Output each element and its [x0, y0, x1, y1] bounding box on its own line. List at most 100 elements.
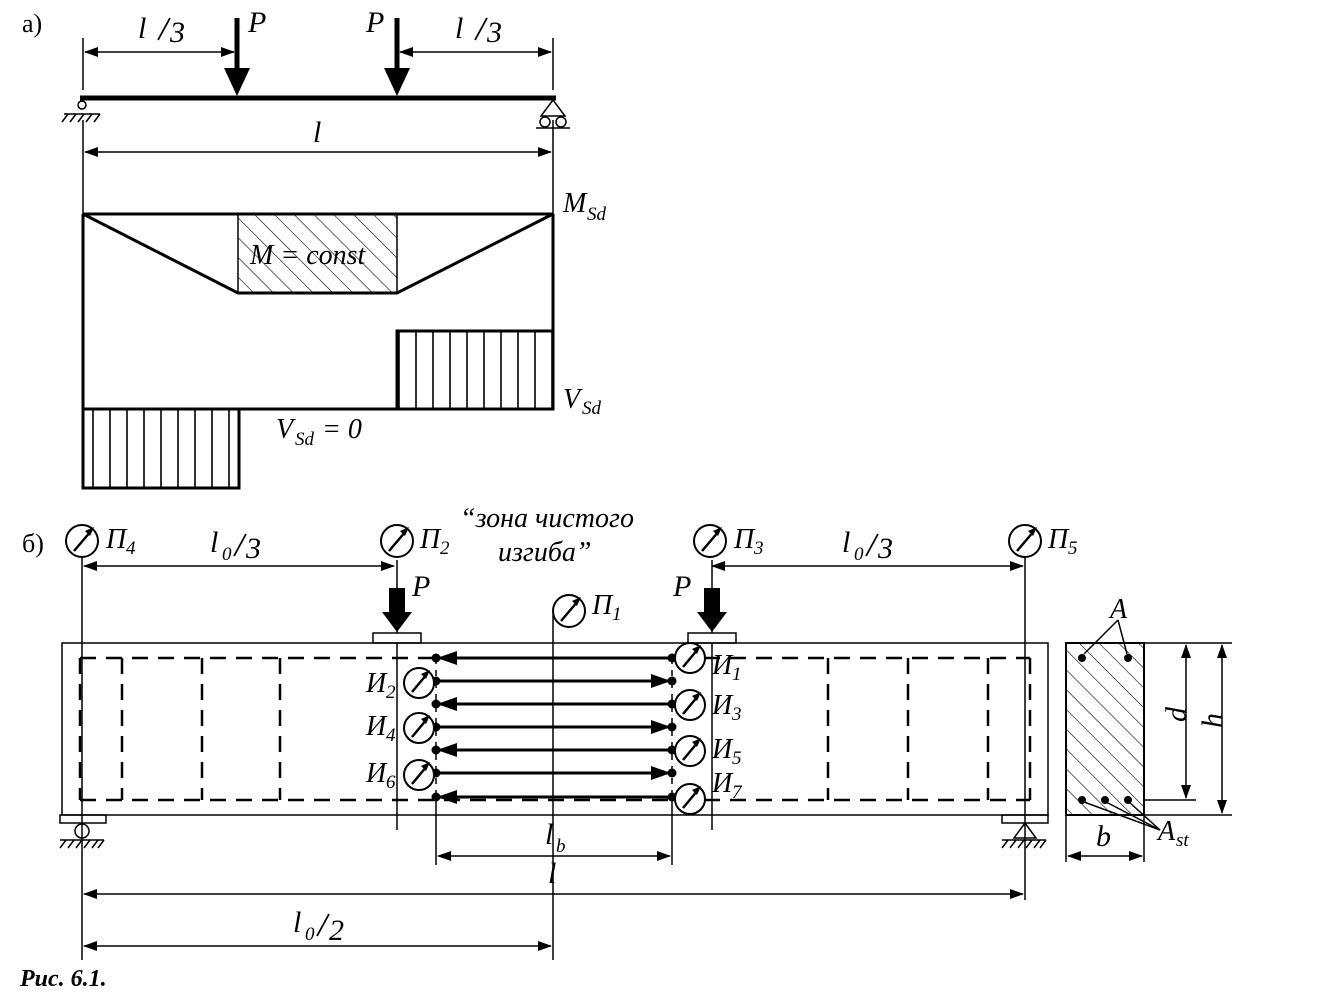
svg-text:b: b: [556, 836, 566, 857]
svg-text:l: l: [455, 12, 463, 45]
svg-text:3: 3: [245, 532, 261, 565]
svg-text:P: P: [247, 6, 266, 39]
svg-text:0: 0: [854, 544, 864, 565]
indicator-i3: И 3: [674, 689, 742, 725]
dim-l0-3-left-label: l 0 3: [210, 526, 261, 565]
svg-text:И: И: [711, 768, 734, 799]
load-arrow-b-left: P: [372, 560, 430, 830]
svg-text:l: l: [842, 526, 850, 559]
section-h-label: h: [1196, 713, 1229, 728]
svg-text:l: l: [210, 526, 218, 559]
svg-text:Sd: Sd: [582, 398, 602, 419]
svg-text:2: 2: [329, 914, 344, 947]
support-roller-b-left: [59, 814, 107, 849]
gauge-p5: П 5: [1008, 524, 1078, 559]
figure-b: б) П 4 П 2 П 3 П 5: [22, 503, 1232, 960]
gauge-p3: П 3: [693, 524, 764, 559]
cross-section: [1065, 642, 1145, 816]
section-dim-d: [1144, 642, 1232, 816]
dim-l3-left-label: l 3: [138, 12, 185, 49]
svg-text:1: 1: [612, 604, 622, 625]
test-beam: [61, 642, 1049, 816]
indicator-i4: И 4: [365, 711, 435, 746]
svg-text:5: 5: [732, 748, 742, 769]
dim-l0-3-right: [711, 558, 1026, 900]
svg-text:l: l: [138, 12, 146, 45]
svg-text:V: V: [276, 414, 296, 445]
svg-text:3: 3: [731, 704, 742, 725]
svg-text:П: П: [105, 524, 128, 555]
svg-text:И: И: [711, 650, 734, 681]
svg-text:П: П: [419, 524, 442, 555]
svg-text:П: П: [591, 590, 614, 621]
svg-text:И: И: [365, 711, 388, 742]
indicator-i7: И 7: [674, 768, 743, 815]
span-label-a: l: [313, 116, 321, 149]
moment-const-label: M = const: [249, 240, 367, 271]
svg-text:2: 2: [386, 682, 396, 703]
section-b-label: b: [1096, 820, 1111, 853]
shear-diagram: [81, 214, 555, 490]
dim-span-l: [82, 120, 554, 215]
load-arrow-left: P: [224, 6, 266, 96]
dim-l3-right-label: l 3: [455, 12, 502, 49]
svg-text:st: st: [1176, 830, 1189, 851]
svg-text:7: 7: [732, 782, 743, 803]
gauge-p2: П 2: [380, 524, 450, 559]
svg-text:V: V: [563, 384, 583, 415]
svg-text:A: A: [1156, 816, 1176, 847]
indicator-i2: И 2: [365, 667, 435, 703]
svg-text:P: P: [672, 570, 691, 603]
dim-l0-3-left: [81, 558, 395, 960]
svg-text:l: l: [293, 906, 301, 939]
svg-text:l: l: [545, 818, 553, 851]
svg-text:0: 0: [305, 924, 315, 945]
strain-measurement-dots: [431, 653, 677, 802]
pure-bending-zone-line1: “зона чистого: [460, 503, 634, 534]
gauge-p4: П 4: [65, 524, 136, 559]
section-d-label: d: [1160, 706, 1193, 722]
svg-text:6: 6: [386, 772, 396, 793]
indicator-i5: И 5: [674, 734, 742, 769]
indicator-i1: И 1: [674, 642, 742, 685]
shear-zero-label: V Sd = 0: [276, 414, 362, 450]
dim-l0-3-right-label: l 0 3: [842, 526, 893, 565]
figure-a: а) l 3 l 3 P P: [22, 6, 607, 490]
pure-bending-zone-line2: изгиба”: [498, 537, 592, 568]
svg-text:1: 1: [732, 664, 742, 685]
dim-l0-2-label: l 0 2: [293, 906, 344, 947]
svg-text:P: P: [365, 6, 384, 39]
svg-text:2: 2: [440, 538, 450, 559]
figure-caption: Рис. 6.1.: [19, 966, 107, 992]
svg-text:Sd: Sd: [587, 204, 607, 225]
moment-msd-label: M Sd: [562, 188, 607, 225]
svg-text:И: И: [365, 758, 388, 789]
svg-text:3: 3: [486, 16, 502, 49]
dim-l0-2: [83, 870, 554, 960]
dim-lb: [435, 800, 673, 865]
reinforcement-cage: [78, 656, 1032, 802]
span-label-b: l: [548, 857, 556, 890]
svg-text:П: П: [733, 524, 756, 555]
strain-measurement-lines: [437, 651, 671, 804]
indicator-i6: И 6: [365, 758, 435, 793]
section-bottom-bars-label: A st: [1083, 801, 1189, 851]
svg-text:П: П: [1047, 524, 1070, 555]
dim-lb-label: l b: [545, 818, 566, 857]
svg-text:Sd: Sd: [295, 429, 315, 450]
svg-text:И: И: [711, 690, 734, 721]
svg-text:3: 3: [753, 538, 764, 559]
svg-text:M: M: [562, 188, 588, 219]
load-arrow-right: P: [365, 6, 410, 96]
support-pin-b-right: [1001, 814, 1049, 849]
svg-text:И: И: [365, 668, 388, 699]
svg-text:= 0: = 0: [322, 414, 362, 445]
svg-text:A: A: [1108, 594, 1128, 625]
section-dim-b: [1065, 815, 1145, 862]
dim-l3-left: [82, 38, 235, 90]
dim-l3-right: [399, 38, 554, 90]
svg-text:И: И: [711, 734, 734, 765]
panel-label-b: б): [22, 529, 44, 558]
support-pin-left: [61, 100, 101, 123]
